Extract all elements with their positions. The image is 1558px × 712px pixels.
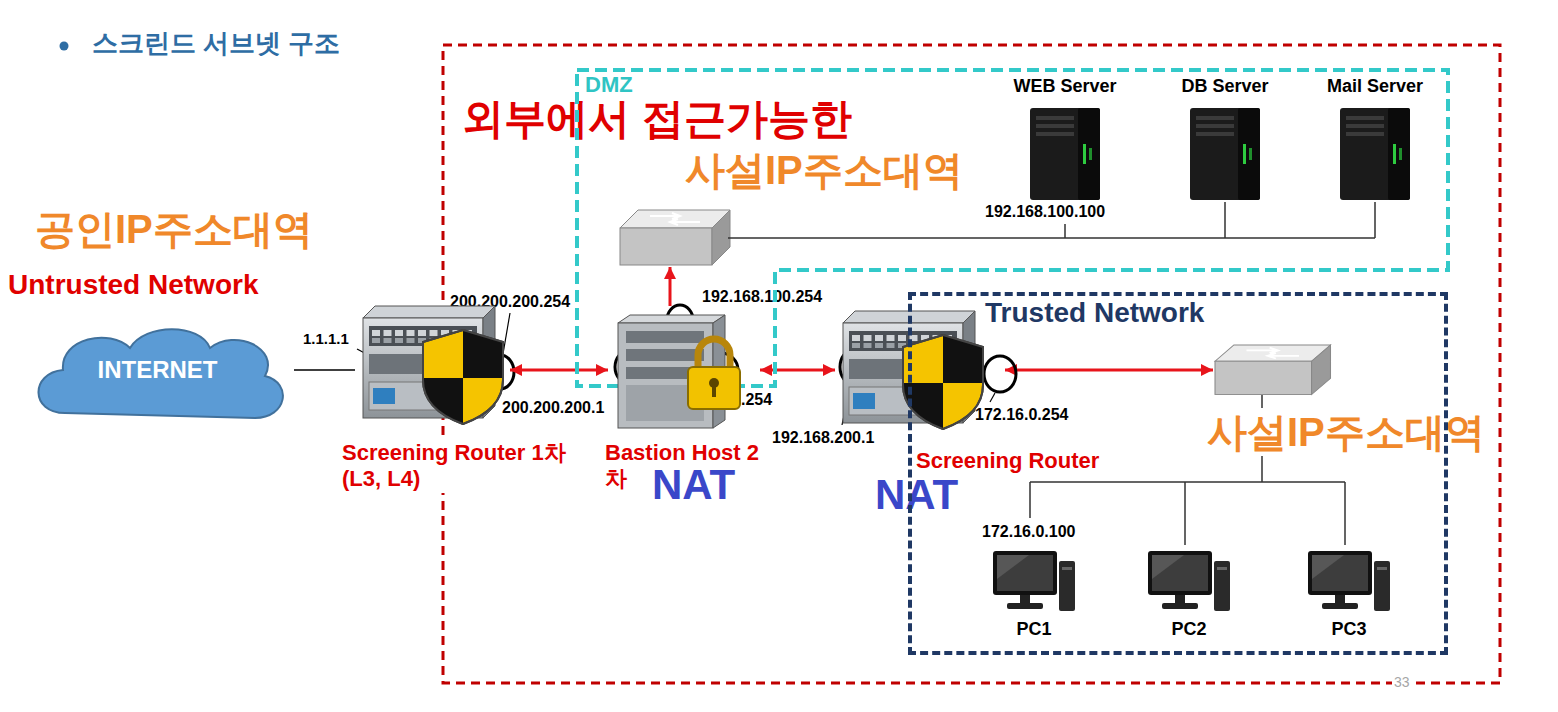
bastion-icon bbox=[608, 315, 760, 430]
slide-title: 스크린드 서브넷 구조 bbox=[92, 28, 340, 59]
router-icon bbox=[355, 300, 510, 425]
server-node: WEB Server bbox=[996, 76, 1134, 200]
server-icon bbox=[1340, 108, 1410, 200]
internet-cloud: INTERNET bbox=[21, 318, 294, 425]
bullet-dot bbox=[60, 42, 69, 51]
node-label: Mail Server bbox=[1306, 76, 1444, 98]
link-line bbox=[510, 369, 608, 372]
ip-address-label: 172.16.0.254 bbox=[975, 405, 1068, 424]
ip-address-label: 192.168.100.100 bbox=[985, 202, 1105, 221]
pc-icon bbox=[1304, 549, 1394, 614]
node-label: PC2 bbox=[1135, 619, 1243, 641]
node-sublabel: NAT bbox=[875, 470, 958, 520]
pc-node: PC1 bbox=[980, 549, 1088, 644]
outer-zone-border bbox=[443, 45, 1500, 683]
dmz-switch-icon bbox=[620, 210, 730, 265]
address-range-label: 사설IP주소대역 bbox=[685, 146, 963, 194]
pc-node: PC3 bbox=[1295, 549, 1403, 644]
ip-address-label: 192.168.200.1 bbox=[770, 428, 876, 447]
screening-router: Screening Router 1차(L3, L4) bbox=[355, 300, 510, 425]
node-label: DB Server bbox=[1156, 76, 1294, 98]
node-label: INTERNET bbox=[21, 356, 294, 385]
lan-wires bbox=[728, 202, 1375, 545]
ip-address-label: 200.200.200.1 bbox=[500, 398, 606, 417]
node-sublabel: NAT bbox=[652, 460, 735, 510]
server-node: DB Server bbox=[1156, 76, 1294, 200]
node-label: Trusted Network bbox=[985, 296, 1204, 330]
ip-address-label: 192.168.100.254 bbox=[700, 287, 824, 306]
node-label: PC3 bbox=[1295, 619, 1403, 641]
node-label: Screening Router 1차(L3, L4) bbox=[340, 440, 574, 493]
server-node: Mail Server bbox=[1306, 76, 1444, 200]
network-label: Untrusted Network bbox=[8, 268, 258, 302]
router-icon bbox=[835, 305, 990, 430]
node-label: DMZ bbox=[585, 72, 633, 98]
bastion-host: Bastion Host 2차NAT bbox=[608, 315, 760, 430]
address-range-label: 공인IP주소대역 bbox=[35, 205, 313, 253]
pc-icon bbox=[1144, 549, 1234, 614]
page-number: 33 bbox=[1392, 674, 1412, 691]
node-label: PC1 bbox=[980, 619, 1088, 641]
annotation-text: 외부에서 접근가능한 bbox=[460, 94, 854, 144]
trusted-switch-icon bbox=[1215, 345, 1331, 395]
trusted-zone: Trusted NetworkPC1 PC2 PC3 bbox=[908, 292, 1448, 655]
pc-icon bbox=[989, 549, 1079, 614]
ip-address-label: 1.1.1.1 bbox=[303, 330, 349, 348]
node-label: WEB Server bbox=[996, 76, 1134, 98]
link-line bbox=[294, 369, 355, 371]
ip-address-label: 172.16.0.100 bbox=[982, 522, 1075, 541]
pc-node: PC2 bbox=[1135, 549, 1243, 644]
server-icon bbox=[1190, 108, 1260, 200]
screening-router: Screening RouterNAT bbox=[835, 305, 990, 425]
link-line bbox=[760, 369, 835, 372]
server-icon bbox=[1030, 108, 1100, 200]
node-label: Screening Router bbox=[914, 448, 1101, 474]
